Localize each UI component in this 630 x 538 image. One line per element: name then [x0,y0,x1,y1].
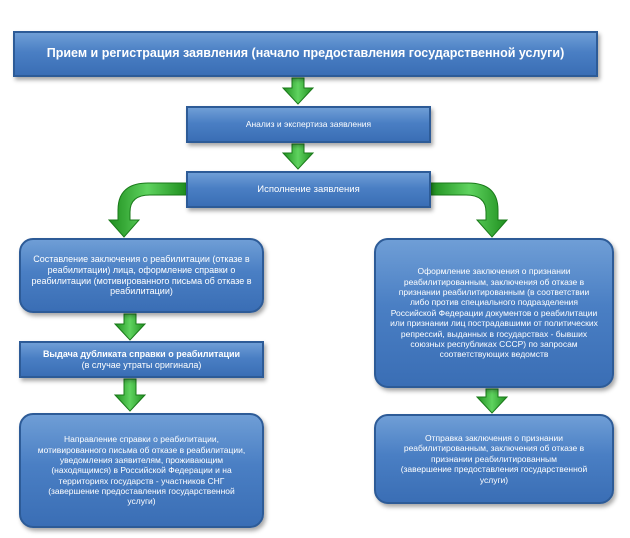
step-send-certificate-note: (завершение предоставления государственн… [48,486,235,507]
arrow-left2-to-left3 [113,378,147,412]
step-duplicate-certificate-note: (в случае утраты оригинала) [81,359,202,370]
arrow-analysis-to-exec [281,143,315,170]
step-conclusion-by-request: Оформление заключения о признании реабил… [374,238,614,388]
step-execution: Исполнение заявления [186,171,431,208]
arrow-exec-to-right1 [430,182,509,238]
step-send-certificate: Направление справки о реабилитации, моти… [19,413,264,528]
step-receive-application-text: Прием и регистрация заявления (начало пр… [46,46,565,61]
arrow-top-to-analysis [281,77,315,105]
arrow-right1-to-right2 [475,388,509,414]
step-duplicate-certificate-title: Выдача дубликата справки о реабилитации [42,348,241,359]
step-send-conclusion-note: (завершение предоставления государственн… [400,464,588,485]
arrow-left1-to-left2 [113,313,147,341]
step-analysis-text: Анализ и экспертиза заявления [245,119,372,130]
step-duplicate-certificate: Выдача дубликата справки о реабилитации … [19,341,264,378]
step-rehabilitation-conclusion: Составление заключения о реабилитации (о… [19,238,264,313]
step-conclusion-by-request-text: Оформление заключения о признании реабил… [390,266,598,360]
step-analysis: Анализ и экспертиза заявления [186,106,431,143]
step-execution-text: Исполнение заявления [257,183,360,195]
step-send-certificate-text: Направление справки о реабилитации, моти… [37,434,246,486]
step-rehabilitation-conclusion-text: Составление заключения о реабилитации (о… [31,253,252,297]
arrow-exec-to-left1 [107,182,187,238]
step-send-conclusion: Отправка заключения о признании реабилит… [374,414,614,504]
step-send-conclusion-text: Отправка заключения о признании реабилит… [403,433,585,464]
step-receive-application: Прием и регистрация заявления (начало пр… [13,31,598,77]
